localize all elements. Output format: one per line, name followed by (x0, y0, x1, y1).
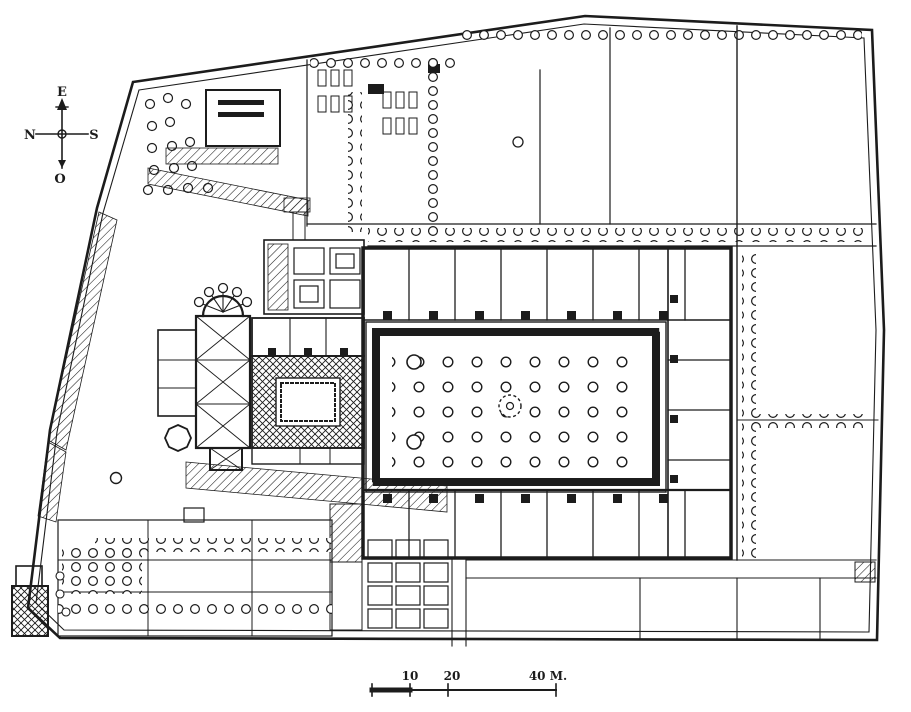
northwest-building (205, 89, 281, 147)
compass-label-left: N (24, 128, 36, 143)
compass-label-bottom: O (54, 172, 65, 187)
scale-bar: 10 20 40 M. (369, 669, 567, 697)
west-rooms (157, 329, 197, 417)
north-parterre (263, 239, 365, 315)
octagonal-chapel (164, 424, 192, 452)
tower (209, 447, 243, 471)
scale-label-40: 40 M. (529, 669, 567, 683)
compass-label-top: E (57, 85, 67, 100)
northwest-garden (142, 89, 281, 196)
fountain (498, 394, 522, 418)
hatched-paths (37, 167, 876, 631)
corner-structure (854, 561, 876, 583)
church (157, 282, 253, 471)
hatched-terrace (165, 147, 279, 165)
southwest-orchard (57, 471, 333, 637)
top-planting-beds (306, 56, 458, 232)
colonnade-dotted-border (372, 328, 660, 486)
cloister (251, 317, 365, 465)
scale-label-10: 10 (402, 669, 419, 683)
south-parterre (367, 539, 877, 647)
gatehouse (11, 565, 71, 637)
compass-label-right: S (89, 128, 98, 143)
east-orchard-plots (306, 25, 879, 561)
scale-label-20: 20 (444, 669, 461, 683)
courtyard (365, 321, 667, 493)
cloister-garth (275, 377, 341, 427)
mosque-block (361, 246, 733, 560)
compass-rose: E N S O (24, 85, 99, 187)
